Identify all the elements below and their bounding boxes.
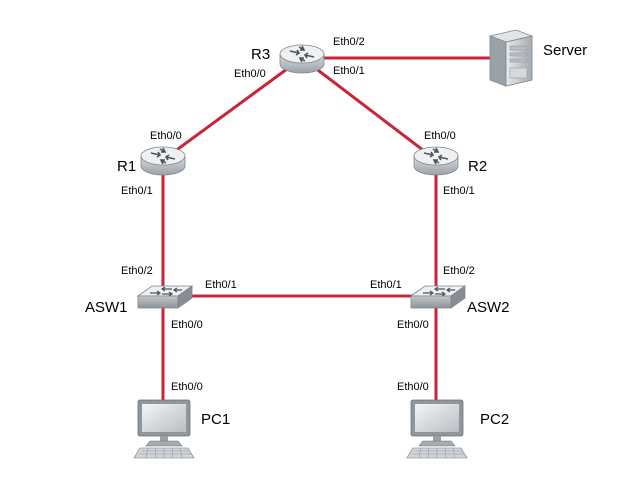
pc-pc2[interactable] [406, 399, 468, 459]
link-r3-r1 [161, 56, 304, 162]
device-label-pc1: PC1 [201, 411, 230, 428]
device-label-r3: R3 [251, 46, 270, 63]
pc-icon [133, 399, 195, 459]
router-r1[interactable] [140, 146, 186, 176]
port-label-asw1-eth0-0: Eth0/0 [171, 319, 203, 331]
router-r2[interactable] [413, 146, 459, 176]
switch-icon [409, 285, 467, 309]
pc-icon [406, 399, 468, 459]
router-icon [413, 146, 459, 176]
port-label-r1-eth0-0: Eth0/0 [150, 130, 182, 142]
link-r3-r2 [300, 56, 438, 162]
port-label-asw1-eth0-1: Eth0/1 [205, 279, 237, 291]
port-label-asw2-eth0-2: Eth0/2 [443, 265, 475, 277]
port-label-asw1-eth0-2: Eth0/2 [121, 265, 153, 277]
switch-asw2[interactable] [409, 285, 467, 309]
pc-pc1[interactable] [133, 399, 195, 459]
server-icon [488, 29, 534, 87]
port-label-r3-eth0-0: Eth0/0 [234, 68, 266, 80]
switch-icon [136, 285, 194, 309]
device-label-r1: R1 [117, 158, 136, 175]
port-label-r2-eth0-1: Eth0/1 [443, 185, 475, 197]
router-icon [140, 146, 186, 176]
switch-asw1[interactable] [136, 285, 194, 309]
device-label-pc2: PC2 [480, 411, 509, 428]
port-labels: Eth0/2 Eth0/0 Eth0/0 Eth0/1 Eth0/0 Eth0/… [121, 36, 475, 393]
port-label-pc2-eth0-0: Eth0/0 [397, 381, 429, 393]
router-r3[interactable] [279, 44, 325, 74]
links [161, 56, 504, 406]
router-icon [279, 44, 325, 74]
port-label-r3-eth0-2: Eth0/2 [333, 36, 365, 48]
port-label-pc1-eth0-0: Eth0/0 [171, 381, 203, 393]
port-label-r2-eth0-0: Eth0/0 [424, 130, 456, 142]
device-label-asw1: ASW1 [85, 299, 128, 316]
server[interactable] [488, 29, 534, 87]
device-label-server: Server [543, 42, 587, 59]
device-labels: R3 R1 R2 Server ASW1 ASW2 PC1 PC2 [85, 42, 587, 428]
device-label-asw2: ASW2 [467, 299, 510, 316]
port-label-asw2-eth0-1: Eth0/1 [370, 279, 402, 291]
device-label-r2: R2 [468, 158, 487, 175]
port-label-r1-eth0-1: Eth0/1 [121, 185, 153, 197]
port-label-asw2-eth0-0: Eth0/0 [397, 319, 429, 331]
port-label-r3-eth0-1: Eth0/1 [333, 65, 365, 77]
